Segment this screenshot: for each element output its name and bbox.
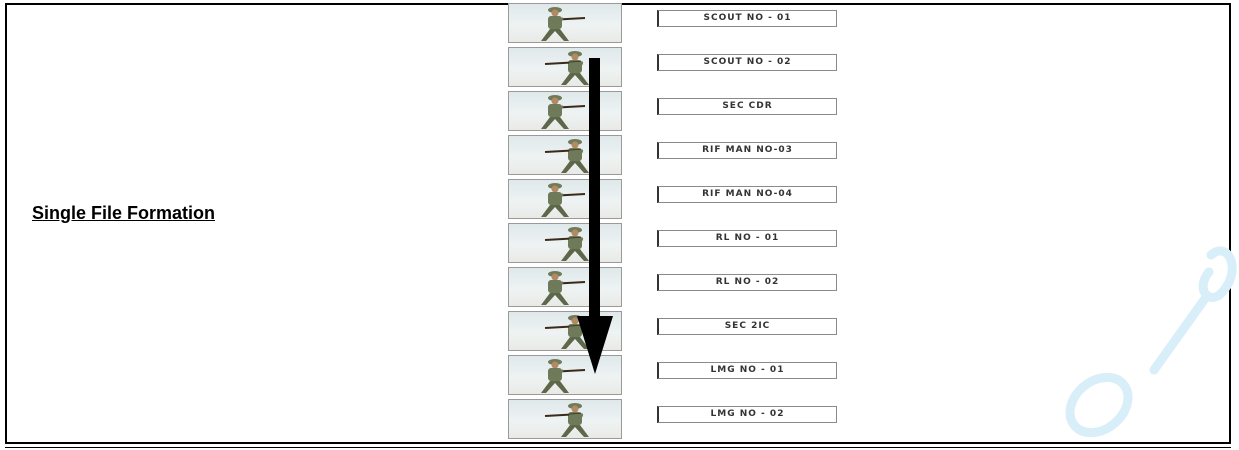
position-label: LMG NO - 02: [657, 406, 837, 423]
position-label: RIF MAN NO-04: [657, 186, 837, 203]
position-label: RIF MAN NO-03: [657, 142, 837, 159]
position-labels: SCOUT NO - 01 SCOUT NO - 02 SEC CDR RIF MAN…: [657, 3, 847, 445]
position-label: RL NO - 01: [657, 230, 837, 247]
soldier-image: [508, 3, 622, 43]
position-label: LMG NO - 01: [657, 362, 837, 379]
down-arrow-icon: [576, 58, 616, 376]
watermark: [979, 230, 1239, 450]
soldier-image: [508, 399, 622, 439]
position-label: SEC 2IC: [657, 318, 837, 335]
position-label: SCOUT NO - 01: [657, 10, 837, 27]
position-label: SCOUT NO - 02: [657, 54, 837, 71]
position-label: SEC CDR: [657, 98, 837, 115]
position-label: RL NO - 02: [657, 274, 837, 291]
section-title: Single File Formation: [32, 203, 215, 224]
